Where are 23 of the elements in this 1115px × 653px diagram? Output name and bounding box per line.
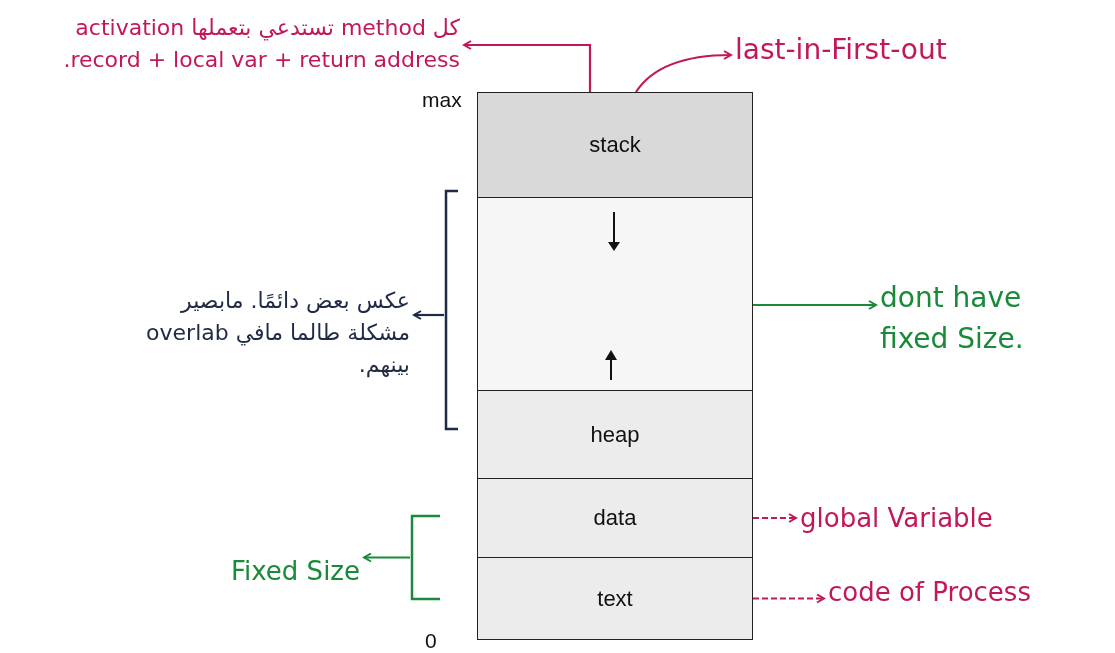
bracket xyxy=(444,190,458,430)
arrow xyxy=(413,310,444,320)
arrow xyxy=(363,552,410,563)
free-memory-box xyxy=(477,197,753,391)
address-label: max xyxy=(422,88,462,112)
arrow xyxy=(753,300,877,310)
bracket xyxy=(410,515,440,600)
handwritten-note: dont have fixed Size. xyxy=(880,278,1070,360)
arrow xyxy=(753,593,825,604)
arrow xyxy=(463,40,592,92)
heap-segment: heap xyxy=(477,390,753,479)
handwritten-note: code of Process xyxy=(828,574,1113,612)
handwritten-note: global Variable xyxy=(800,500,1080,538)
stack-segment: stack xyxy=(477,92,753,198)
handwritten-note: عكس بعض دائمًا. مابصير مشكلة طالما مافي overlab بينهم. xyxy=(130,285,410,381)
handwritten-note: Fixed Size xyxy=(160,553,360,591)
data-segment: data xyxy=(477,478,753,558)
handwritten-note: كل method تستدعي بتعملها activation record + local var + return address. xyxy=(40,12,460,76)
text-segment: text xyxy=(477,557,753,640)
address-label: 0 xyxy=(425,629,437,653)
handwritten-note: last-in-First-out xyxy=(735,30,1035,71)
arrow xyxy=(635,50,732,93)
arrow xyxy=(753,513,797,523)
